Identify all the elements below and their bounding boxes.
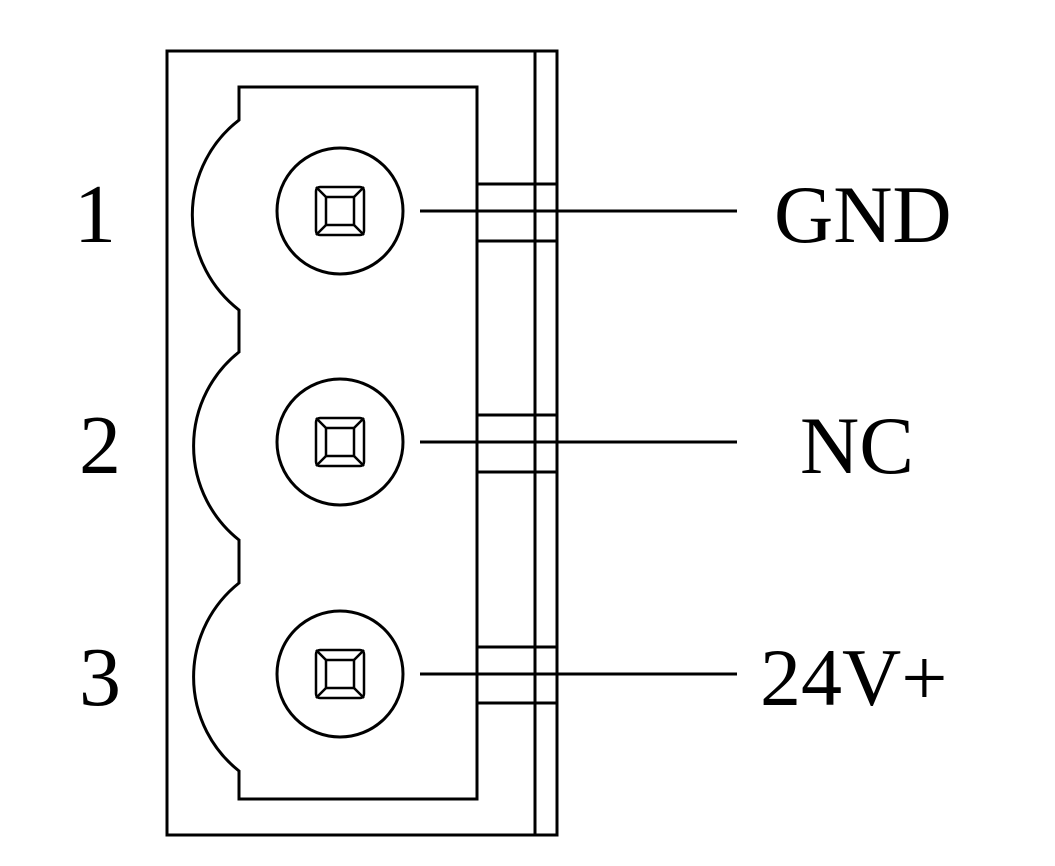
pin-number: 1 [74, 168, 116, 261]
screw-head [275, 146, 405, 276]
pin-number: 3 [79, 631, 121, 724]
pin-label: 24V+ [760, 632, 947, 723]
square-screw-icon [314, 416, 366, 468]
pin-2: 2 NC [79, 377, 914, 507]
screw-head [275, 609, 405, 739]
pin-1: 1 GND [74, 146, 952, 276]
pin-3: 3 24V+ [79, 609, 947, 739]
screw-head [275, 377, 405, 507]
square-screw-icon [314, 185, 366, 237]
pin-label: GND [774, 169, 952, 260]
pin-label: NC [800, 400, 914, 491]
plug-body-outline [190, 85, 479, 801]
pin-number: 2 [79, 399, 121, 492]
square-screw-icon [314, 648, 366, 700]
